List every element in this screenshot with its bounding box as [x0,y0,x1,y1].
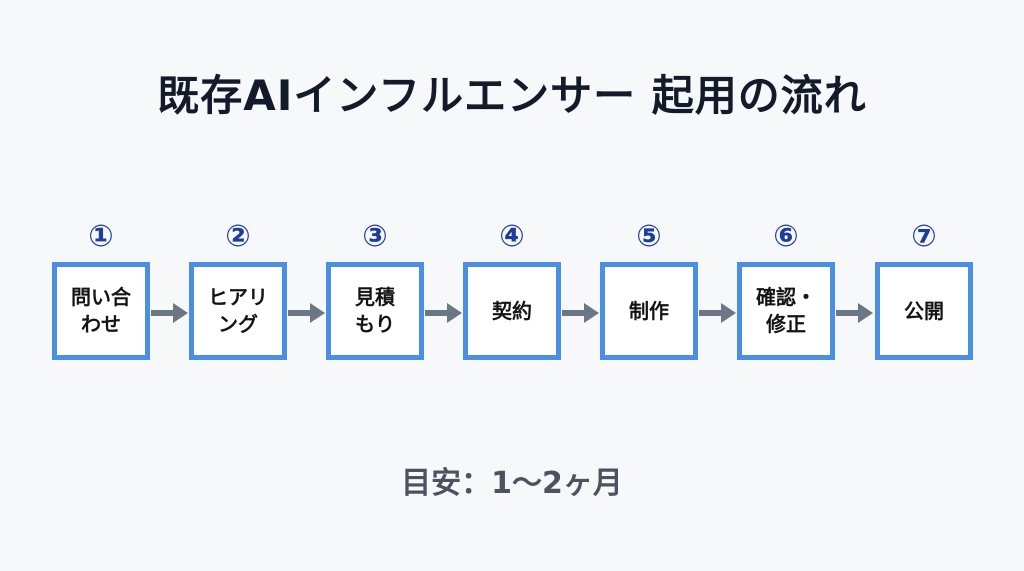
step-number: ⑥ [773,219,799,254]
arrow-right-icon [699,303,736,323]
step-box: 見積 もり [326,262,424,360]
arrow-right-icon [836,303,873,323]
step-box: 確認・ 修正 [737,262,835,360]
step-number: ⑦ [911,219,937,254]
arrow-right-icon [151,303,188,323]
step-7: ⑦ 公開 [875,222,973,360]
step-3: ③ 見積 もり [326,222,424,360]
step-6: ⑥ 確認・ 修正 [737,222,835,360]
step-number: ① [88,219,114,254]
arrow-right-icon [562,303,599,323]
step-box: 問い合 わせ [52,262,150,360]
step-4: ④ 契約 [463,222,561,360]
step-box: ヒアリ ング [189,262,287,360]
step-box: 契約 [463,262,561,360]
step-number: ④ [499,219,525,254]
step-number: ⑤ [636,219,662,254]
step-5: ⑤ 制作 [600,222,698,360]
duration-note: 目安：1〜2ヶ月 [401,466,623,501]
step-box: 制作 [600,262,698,360]
step-2: ② ヒアリ ング [189,222,287,360]
arrow-right-icon [288,303,325,323]
step-1: ① 問い合 わせ [52,222,150,360]
step-box: 公開 [875,262,973,360]
step-number: ③ [362,219,388,254]
step-number: ② [225,219,251,254]
arrow-right-icon [425,303,462,323]
diagram-title: 既存AIインフルエンサー 起用の流れ [157,71,867,120]
